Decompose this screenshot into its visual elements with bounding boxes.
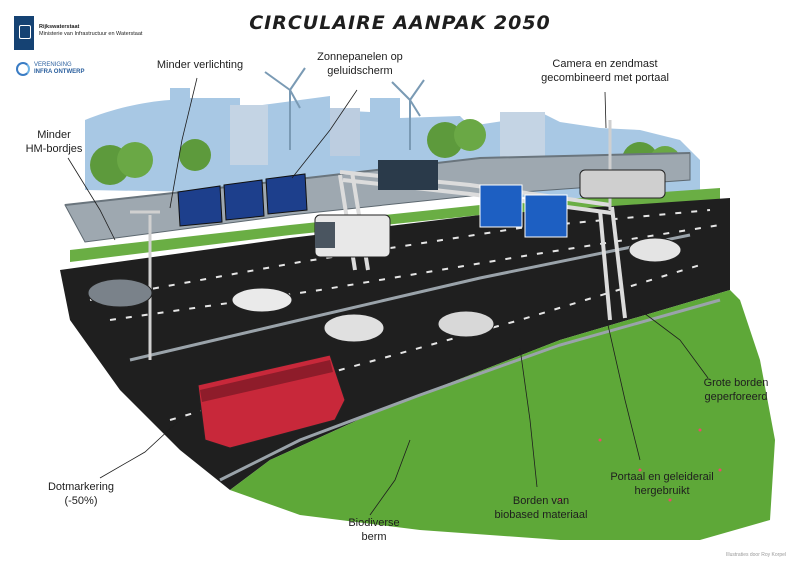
berm-flowers (558, 428, 722, 502)
ring-logo-icon (16, 62, 30, 76)
logo2-line1: VERENIGING (34, 62, 72, 68)
front-guardrail (219, 298, 721, 482)
crest-icon (14, 16, 34, 50)
label-camera: Camera en zendmast gecombineerd met port… (541, 58, 669, 84)
page-title: CIRCULAIRE AANPAK 2050 (249, 12, 551, 34)
vereniging-logo: VERENIGING INFRA ONTWERP (16, 62, 84, 76)
logo-org-name: Rijkswaterstaat (39, 24, 80, 30)
red-bus (197, 354, 346, 449)
label-biodiverse-berm: Biodiverse berm (348, 517, 400, 543)
label-minder-verlichting: Minder verlichting (156, 59, 244, 71)
wind-turbines (264, 67, 425, 150)
label-grote-borden: Grote borden geperforeerd (703, 377, 769, 403)
vehicles (87, 169, 682, 449)
label-dotmarkering: Dotmarkering (-50%) (47, 481, 115, 507)
label-portaal: Portaal en geleiderail hergebruikt (610, 471, 714, 497)
leader-lines (67, 77, 709, 516)
logo-ministry: Ministerie van Infrastructuur en Waterst… (39, 31, 143, 37)
logo2-line2: INFRA ONTWERP (34, 69, 85, 75)
rijkswaterstaat-logo: Rijkswaterstaat Ministerie van Infrastru… (14, 16, 142, 50)
biodiverse-berm (230, 290, 775, 540)
median-guardrail (129, 233, 691, 362)
label-borden-biobased: Borden van biobased materiaal (494, 495, 588, 521)
label-hm-bordjes: Minder HM-bordjes (25, 129, 83, 155)
label-zonnepanelen: Zonnepanelen op geluidscherm (317, 51, 403, 77)
gantry-signs (378, 160, 568, 238)
solar-panels (177, 173, 308, 227)
illustration-credit: Illustraties door Roy Korpel (725, 552, 786, 558)
